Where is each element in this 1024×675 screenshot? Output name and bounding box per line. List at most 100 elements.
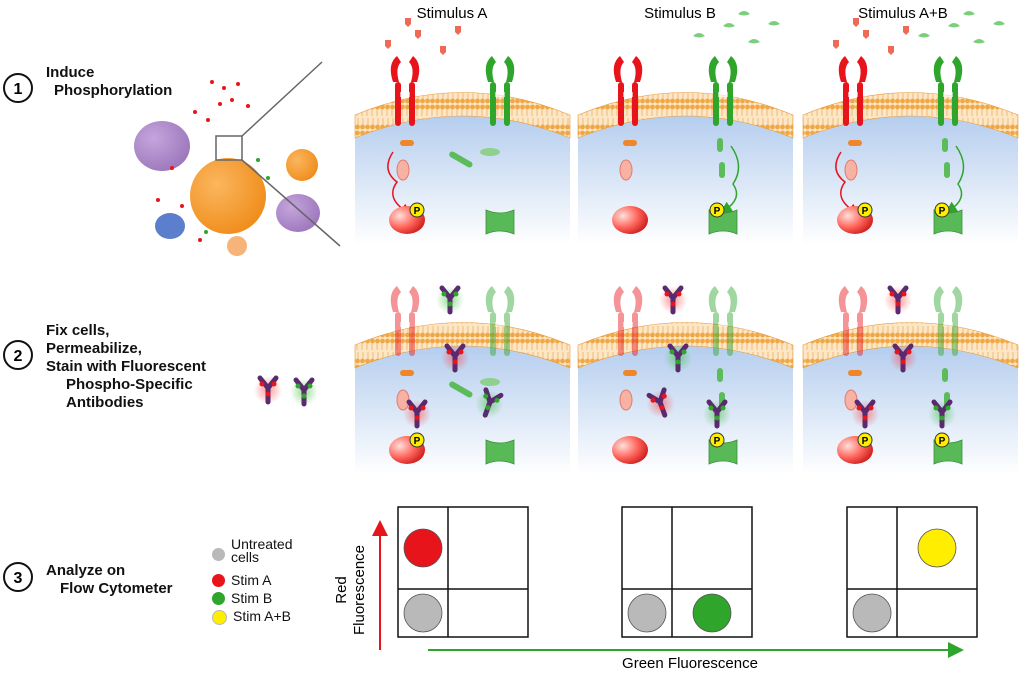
phospho-a: P [409, 202, 425, 218]
step-3-badge: 3 [3, 562, 33, 592]
ligand-a [440, 46, 446, 55]
signal-b-chain [449, 378, 500, 398]
signal-b-chain [717, 138, 740, 214]
target-protein-a [612, 206, 648, 234]
step-2-line-5: Antibodies [66, 394, 144, 411]
population-dot [692, 593, 732, 633]
panel-row2-stim1: P [354, 285, 571, 475]
receptor-b [933, 286, 963, 356]
antibody-bound-b [928, 399, 956, 429]
phospho-b-label: P [714, 436, 721, 447]
population-dot [917, 528, 957, 568]
receptor-b [708, 286, 738, 356]
phospho-a: P [409, 432, 425, 448]
signal-b-chain [449, 148, 500, 168]
antibody-legend-green [290, 377, 318, 407]
legend-item-stim-a: Stim A [212, 572, 292, 590]
legend-swatch-untreated [212, 548, 225, 561]
legend-item-stim-b: Stim B [212, 590, 292, 608]
ligand-b [768, 21, 780, 26]
y-axis-label-line1: Red [333, 576, 350, 604]
step-1-badge: 1 [3, 73, 33, 103]
antibody-inside [889, 343, 917, 373]
legend-untreated-line2: cells [231, 549, 260, 565]
antibody-outside [884, 285, 912, 315]
antibody-free-b [475, 387, 504, 418]
legend-stim-ab-label: Stim A+B [233, 608, 291, 624]
population-dot [403, 528, 443, 568]
receptor-b [708, 56, 738, 126]
legend-swatch-stim-ab [212, 610, 227, 625]
legend-swatch-stim-a [212, 574, 225, 587]
antibody-free-a [646, 387, 675, 418]
stimulus-b-title: Stimulus B [644, 5, 716, 22]
step-2-badge: 2 [3, 340, 33, 370]
ligand-a [833, 40, 839, 49]
signal-b-chain [942, 138, 965, 214]
signal-a-chain [619, 140, 637, 181]
step-2-number: 2 [14, 348, 23, 365]
receptor-a [838, 56, 868, 126]
legend-swatch-stim-b [212, 592, 225, 605]
ligand-b [918, 33, 930, 38]
step-3-line-2: Flow Cytometer [60, 580, 173, 597]
antibody-inside [441, 343, 469, 373]
ligand-a [385, 40, 391, 49]
receptor-a [390, 286, 420, 356]
signal-a-chain [835, 140, 862, 216]
ligand-a [903, 26, 909, 35]
step-1-number: 1 [14, 81, 23, 98]
phospho-a-label: P [862, 206, 869, 217]
cytoplasm [803, 115, 1018, 245]
signal-a-chain [619, 370, 637, 411]
legend-item-stim-ab: Stim A+B [212, 608, 292, 626]
target-protein-b [485, 209, 515, 235]
receptor-a [390, 56, 420, 126]
step-1-line-1: Induce [46, 64, 95, 81]
population-dot [403, 593, 443, 633]
antibody-bound-b [703, 399, 731, 429]
receptor-a [613, 56, 643, 126]
phospho-a-label: P [862, 436, 869, 447]
flow-plot-3 [846, 506, 978, 638]
ligand-b [723, 23, 735, 28]
legend-item-untreated: Untreated cells [212, 537, 292, 572]
stimulus-ab-title: Stimulus A+B [858, 5, 948, 22]
signal-a-chain [387, 140, 414, 216]
ligand-a [888, 46, 894, 55]
step-1-label: Induce Phosphorylation [46, 64, 172, 100]
antibody-outside [436, 285, 464, 315]
step-3-line-1: Analyze on [46, 562, 126, 579]
legend-stim-b-label: Stim B [231, 590, 273, 606]
phospho-b-label: P [939, 206, 946, 217]
y-axis: Red Fluorescence [333, 520, 388, 650]
panel-row1-stim1: P [354, 18, 571, 245]
phospho-b-label: P [714, 206, 721, 217]
receptor-a [613, 286, 643, 356]
antibody-inside [664, 343, 692, 373]
ligand-a [863, 30, 869, 39]
phospho-b: P [709, 432, 725, 448]
cytoplasm [355, 115, 570, 245]
ligand-b [693, 33, 705, 38]
step-3-number: 3 [14, 570, 23, 587]
legend: Untreated cells Stim A Stim B Stim A+B [212, 537, 292, 626]
phospho-a: P [857, 202, 873, 218]
antibody-bound-a [403, 399, 431, 429]
phospho-b: P [709, 202, 725, 218]
signal-a-chain [844, 370, 862, 411]
ligand-b [963, 11, 975, 16]
step-2-line-2: Permeabilize, [46, 340, 142, 357]
antibody-bound-a [851, 399, 879, 429]
ligand-a [853, 18, 859, 27]
flow-plot-2 [621, 506, 753, 638]
antibody-outside [659, 285, 687, 315]
ligand-b [993, 21, 1005, 26]
x-axis-label: Green Fluorescence [622, 655, 758, 672]
target-protein-b [485, 439, 515, 465]
panel-row2-stim2: P [577, 285, 794, 475]
cell-cluster-illustration [134, 61, 341, 256]
